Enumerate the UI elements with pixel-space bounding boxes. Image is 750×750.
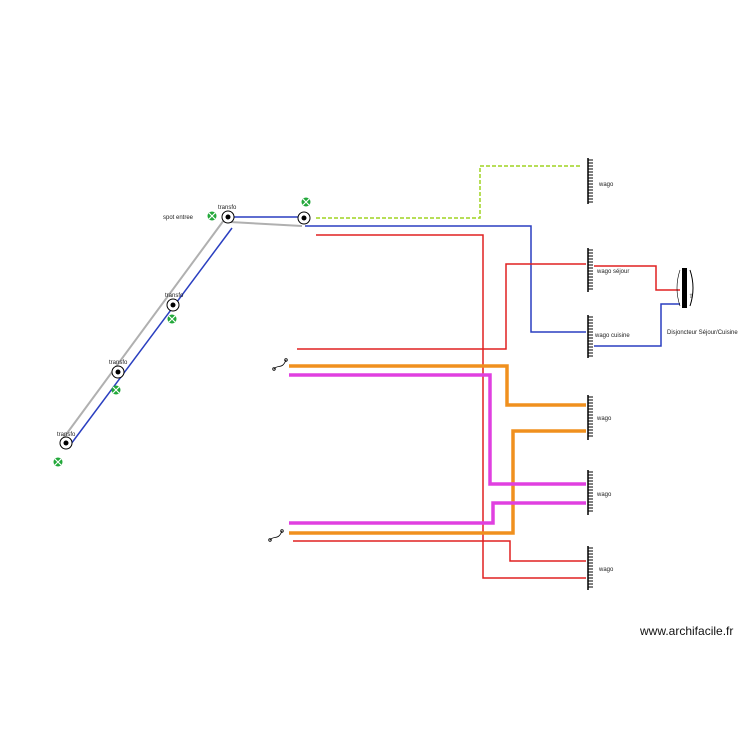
orange-cables [289,364,586,535]
wago-label: wago [596,492,612,498]
spot-lamp-icon [111,385,121,395]
spot-entree-label: spot entree [163,215,194,221]
spot-lamp-icon [167,314,177,324]
transfo-label: transfo [218,205,237,211]
transfo-2 [297,211,311,225]
spot-lamp-icon [301,197,311,207]
spot-lamp-icon [207,211,217,221]
blue-wire-cuisine [305,225,586,333]
wago-sejour-label: wago séjour [596,269,629,275]
wago-cuisine-label: wago cuisine [594,333,630,339]
transfo-label: transfo [57,432,76,438]
wall-light-symbols [268,358,288,542]
wall-light-icon [268,529,284,542]
wago-connector-1 [587,158,593,204]
wago-label: wago [596,416,612,422]
wago-connector-cuisine [587,315,593,358]
spot-lamp-icon [53,457,63,467]
wago-connector-sejour [587,248,593,292]
transfo-label: transfo [109,360,128,366]
breaker-arrow-icon: ⇧ [688,293,693,300]
wago-connector-4 [587,470,593,515]
wago-label: wago [598,182,614,188]
wago-connector-3 [587,395,593,440]
red-wires [293,234,680,579]
transfo-label: transfo [165,293,184,299]
spot-lamps [53,197,311,467]
wago-connectors [587,158,593,590]
transfo-symbols [59,210,311,450]
wago-label: wago [598,567,614,573]
ground-wire [316,165,581,219]
wago-connector-5 [587,546,593,590]
blue-wire-breaker [594,303,680,347]
breaker-symbol: ⇧ [676,268,694,308]
transfo-5 [59,436,73,450]
blue-wire-spots [67,216,300,449]
watermark: www.archifacile.fr [640,624,734,638]
transfo-1 [221,210,235,224]
magenta-cables [289,373,586,525]
disjoncteur-label: Disjoncteur Séjour/Cuisine [667,330,738,336]
gray-cable [61,219,303,441]
transfo-4 [111,365,125,379]
transfo-3 [166,298,180,312]
wall-light-icon [272,358,288,371]
